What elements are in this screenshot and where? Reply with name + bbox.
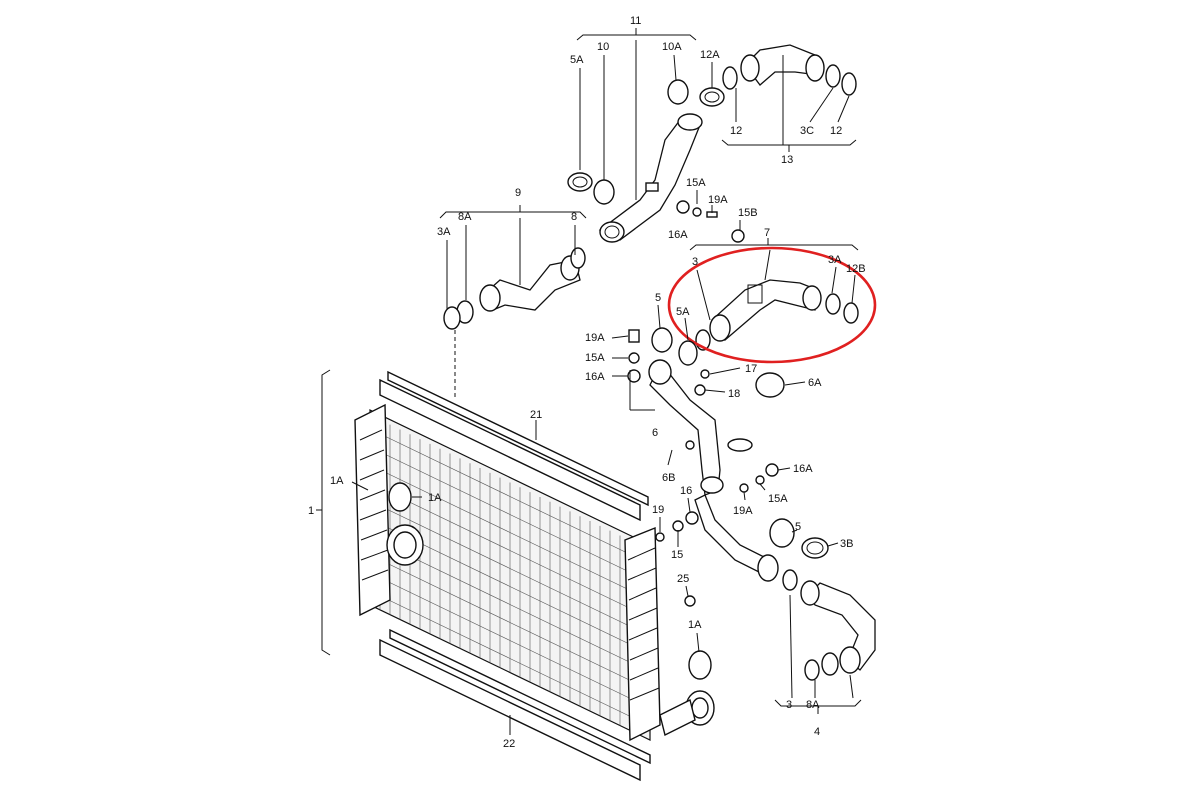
label-15A-top: 15A (686, 177, 706, 189)
label-6A: 6A (808, 377, 822, 389)
bracket-1 (321, 369, 331, 656)
hose-9 (443, 247, 586, 330)
label-5A-top: 5A (570, 54, 584, 66)
label-9: 9 (515, 187, 521, 199)
label-8A-lower: 8A (806, 699, 820, 711)
fasteners-top (676, 200, 745, 243)
label-12B: 12B (846, 263, 866, 275)
clamp-12A (699, 87, 725, 107)
label-6: 6 (652, 427, 658, 439)
hose-13 (722, 44, 857, 96)
seal-1A-left (388, 482, 412, 512)
label-15A-right: 15A (768, 493, 788, 505)
label-13: 13 (781, 154, 793, 166)
label-19A-mid: 19A (585, 332, 605, 344)
label-3-lower: 3 (786, 699, 792, 711)
label-12-b: 12 (830, 125, 842, 137)
label-15B: 15B (738, 207, 758, 219)
label-16: 16 (680, 485, 692, 497)
label-10: 10 (597, 41, 609, 53)
pipe-6 (648, 340, 785, 582)
seal-1A-lower (688, 650, 712, 680)
hose-7 (695, 279, 859, 351)
label-3-mid: 3 (692, 256, 698, 268)
leader-lines (351, 40, 856, 735)
label-15A-mid: 15A (585, 352, 605, 364)
label-17: 17 (745, 363, 757, 375)
seal-10 (593, 179, 615, 205)
label-1A-left: 1A (330, 475, 344, 487)
label-6B: 6B (662, 472, 675, 484)
label-12A: 12A (700, 49, 720, 61)
label-11: 11 (630, 15, 641, 27)
label-7: 7 (764, 227, 770, 239)
clamp-5A-top (567, 172, 593, 192)
label-16A-right: 16A (793, 463, 813, 475)
label-1A-inner: 1A (428, 492, 442, 504)
label-18: 18 (728, 388, 740, 400)
intercooler-fins (371, 419, 649, 731)
part-labels: 11 5A 10 10A 12A 12 3C 12 13 9 8A 3A 8 1… (308, 15, 866, 750)
label-21: 21 (530, 409, 542, 421)
intercooler-core (354, 370, 715, 782)
clamp-3B (801, 537, 829, 559)
hose-4 (782, 569, 876, 681)
label-25: 25 (677, 573, 689, 585)
label-5-lower: 5 (795, 521, 801, 533)
label-15: 15 (671, 549, 683, 561)
seal-5 (651, 327, 673, 353)
label-3C: 3C (800, 125, 814, 137)
label-16A-mid: 16A (585, 371, 605, 383)
label-12-a: 12 (730, 125, 742, 137)
hose-11 (598, 113, 703, 243)
label-8-left: 8 (571, 211, 577, 223)
label-3A-left: 3A (437, 226, 451, 238)
label-22: 22 (503, 738, 515, 750)
highlight-circle (667, 246, 877, 364)
label-4: 4 (814, 726, 820, 738)
label-8A-left: 8A (458, 211, 472, 223)
label-19A-top: 19A (708, 194, 728, 206)
label-16A-top: 16A (668, 229, 688, 241)
label-19: 19 (652, 504, 664, 516)
seal-5-lower (769, 518, 795, 548)
label-5: 5 (655, 292, 661, 304)
fasteners-left-mid (627, 329, 779, 607)
label-3B: 3B (840, 538, 853, 550)
label-10A: 10A (662, 41, 682, 53)
label-1A-lower: 1A (688, 619, 702, 631)
seal-10A (667, 79, 689, 105)
label-1: 1 (308, 505, 314, 517)
label-19A-right: 19A (733, 505, 753, 517)
label-3A-right: 3A (828, 254, 842, 266)
label-5A-mid: 5A (676, 306, 690, 318)
